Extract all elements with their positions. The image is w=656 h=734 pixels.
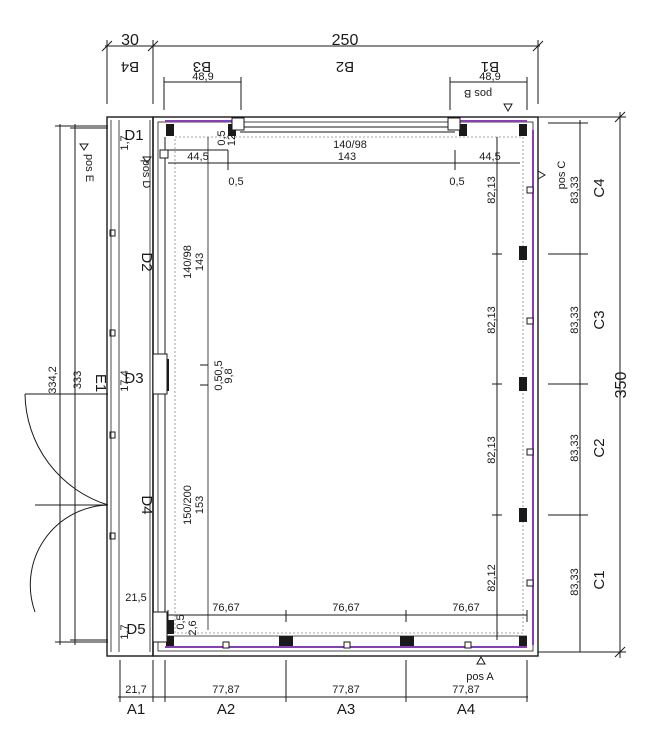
left-window-dim: 140/98 [182,245,194,279]
b-dim-lines [163,77,528,110]
pos-e-label: pos E [83,154,95,182]
pos-d-label: pos D [140,160,152,189]
d5-26-dim: 2,6 [187,620,199,635]
label-d4: D4 [138,495,155,514]
label-b3: B3 [193,58,211,75]
b3-width-dim: 48,9 [192,71,213,83]
c3-dim: 83,33 [569,306,581,334]
pos-d-marker-icon [142,156,152,164]
label-e1: E1 [92,374,109,392]
overall-height-350: 350 [613,372,630,399]
e-334-dim: 334,2 [47,366,59,394]
pos-a-marker-icon [476,655,486,665]
pos-c-label: pos C [556,161,568,190]
right-dimension-lines [538,111,626,658]
label-c4: C4 [591,178,608,197]
right-dim-3: 82,13 [486,436,498,464]
a4-dim: 77,87 [452,684,480,696]
bottom-dim-2: 76,67 [332,602,360,614]
label-c2: C2 [591,438,608,457]
label-b4: B4 [121,58,139,75]
left-153-dim: 153 [194,496,206,514]
right-dim-2: 82,13 [486,306,498,334]
e-333-dim: 333 [72,371,84,389]
d5-05-dim: 0,5 [175,614,187,629]
bottom-dim-1: 76,67 [212,602,240,614]
label-b1: B1 [481,58,499,75]
overall-width-250: 250 [332,32,359,49]
label-d3: D3 [124,370,143,387]
label-d1: D1 [124,127,143,144]
label-c3: C3 [591,310,608,329]
c1-dim: 83,33 [569,568,581,596]
top-143-dim: 143 [338,151,356,163]
right-dim-4: 82,12 [486,564,498,592]
pos-a-label: pos A [466,671,494,683]
left-door-dim: 150/200 [182,485,194,525]
label-c1: C1 [591,570,608,589]
d1-05-dim: 0,5 [216,130,228,145]
overall-width-30: 30 [121,32,139,49]
pos-e-marker-icon [79,143,89,151]
d5-215-dim: 21,5 [125,592,146,604]
a2-dim: 77,87 [212,684,240,696]
label-b2: B2 [336,58,354,75]
main-structure [152,116,539,657]
label-a3: A3 [337,701,355,718]
left-143-dim: 143 [194,253,206,271]
left-aisle-frame [106,116,154,657]
d3-05-dim: 0,5 [213,360,225,375]
door-swing [24,393,109,613]
top-dimension-line [101,40,544,104]
inner-dimension-lines [167,137,528,640]
hardware-boxes [152,117,534,649]
top-window-dim: 140/98 [333,139,367,151]
pos-b-label: pos B [464,87,492,99]
left-dimension-lines [55,124,108,645]
label-d5: D5 [126,621,145,638]
pos-c-marker-icon [537,170,547,180]
pos-b-marker-icon [503,103,513,113]
d1-12-dim: 12 [226,134,238,146]
d3-05b-dim: 0,5 [213,375,225,390]
b1-width-dim: 48,9 [479,71,500,83]
b1-offset-dim: 44,5 [479,151,500,163]
label-d2: D2 [138,252,155,271]
c2-dim: 83,33 [569,434,581,462]
half-left-dim: 0,5 [228,176,243,188]
label-a1: A1 [127,701,145,718]
d5-17-dim: 1,7 [119,624,131,639]
label-a2: A2 [217,701,235,718]
label-a4: A4 [457,701,475,718]
a3-dim: 77,87 [332,684,360,696]
a1-dim: 21,7 [125,684,146,696]
half-right-dim: 0,5 [449,176,464,188]
bottom-dim-3: 76,67 [452,602,480,614]
bottom-dimension-lines [118,660,528,702]
d3-98-dim: 9,8 [223,368,235,383]
d1-offset-dim: 44,5 [187,151,208,163]
c4-dim: 83,33 [569,176,581,204]
right-dim-1: 82,13 [486,176,498,204]
d1-17-dim: 1,7 [119,135,131,150]
d3-174-dim: 17,4 [119,370,131,391]
